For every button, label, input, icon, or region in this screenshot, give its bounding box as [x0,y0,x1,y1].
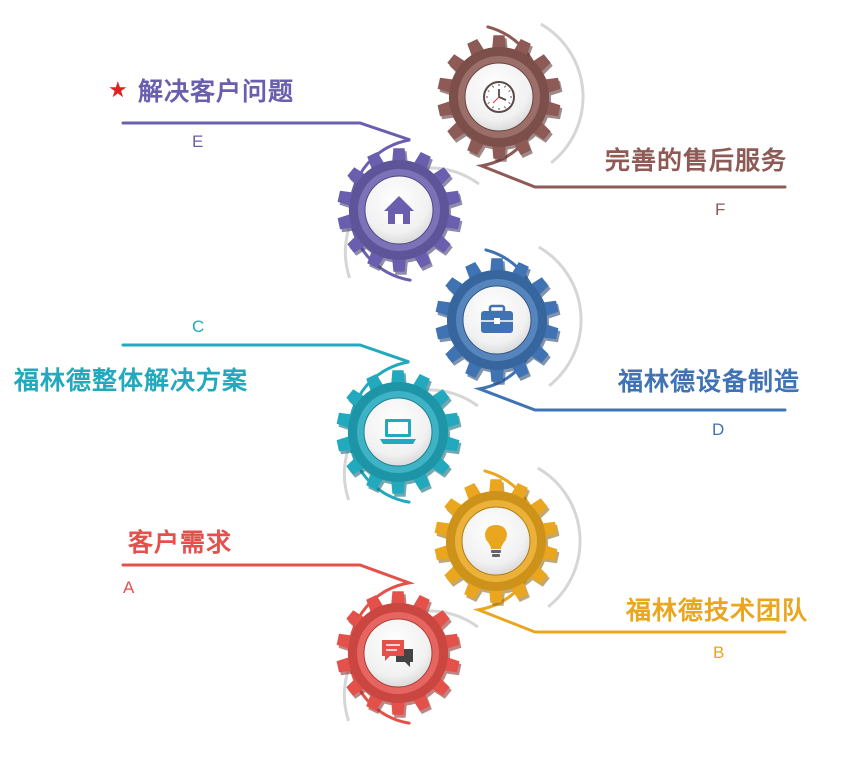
step-a-title: 客户需求 [128,528,233,557]
briefcase-icon [481,304,513,333]
step-b-title: 福林德技术团队 [626,596,809,625]
laptop-icon [380,419,416,444]
step-d-title: 福林德设备制造 [618,367,801,396]
star-icon: ★ [108,78,128,103]
step-b-gear [434,479,560,606]
step-a-letter: A [123,578,135,597]
lightbulb-icon [485,525,507,557]
step-c-title: 福林德整体解决方案 [14,366,249,395]
chat-bubbles-icon [382,640,413,667]
step-d-shadow-arc [538,245,583,387]
step-f-shadow-arc [540,22,585,164]
step-c-gear [336,370,462,497]
step-f-letter: F [715,200,726,219]
step-e-letter: E [192,132,204,151]
step-a-gear [336,591,462,718]
step-b-shadow-arc [537,466,582,608]
step-b-letter: B [713,643,725,662]
clock-icon [483,81,515,113]
home-icon [384,196,414,224]
step-d-gear [435,258,561,385]
step-f-gear [437,35,563,162]
step-e-gear [337,148,463,275]
step-d-letter: D [712,420,725,439]
step-c-letter: C [192,317,205,336]
step-f-title: 完善的售后服务 [605,146,788,175]
step-e-title: 解决客户问题 [138,77,295,106]
